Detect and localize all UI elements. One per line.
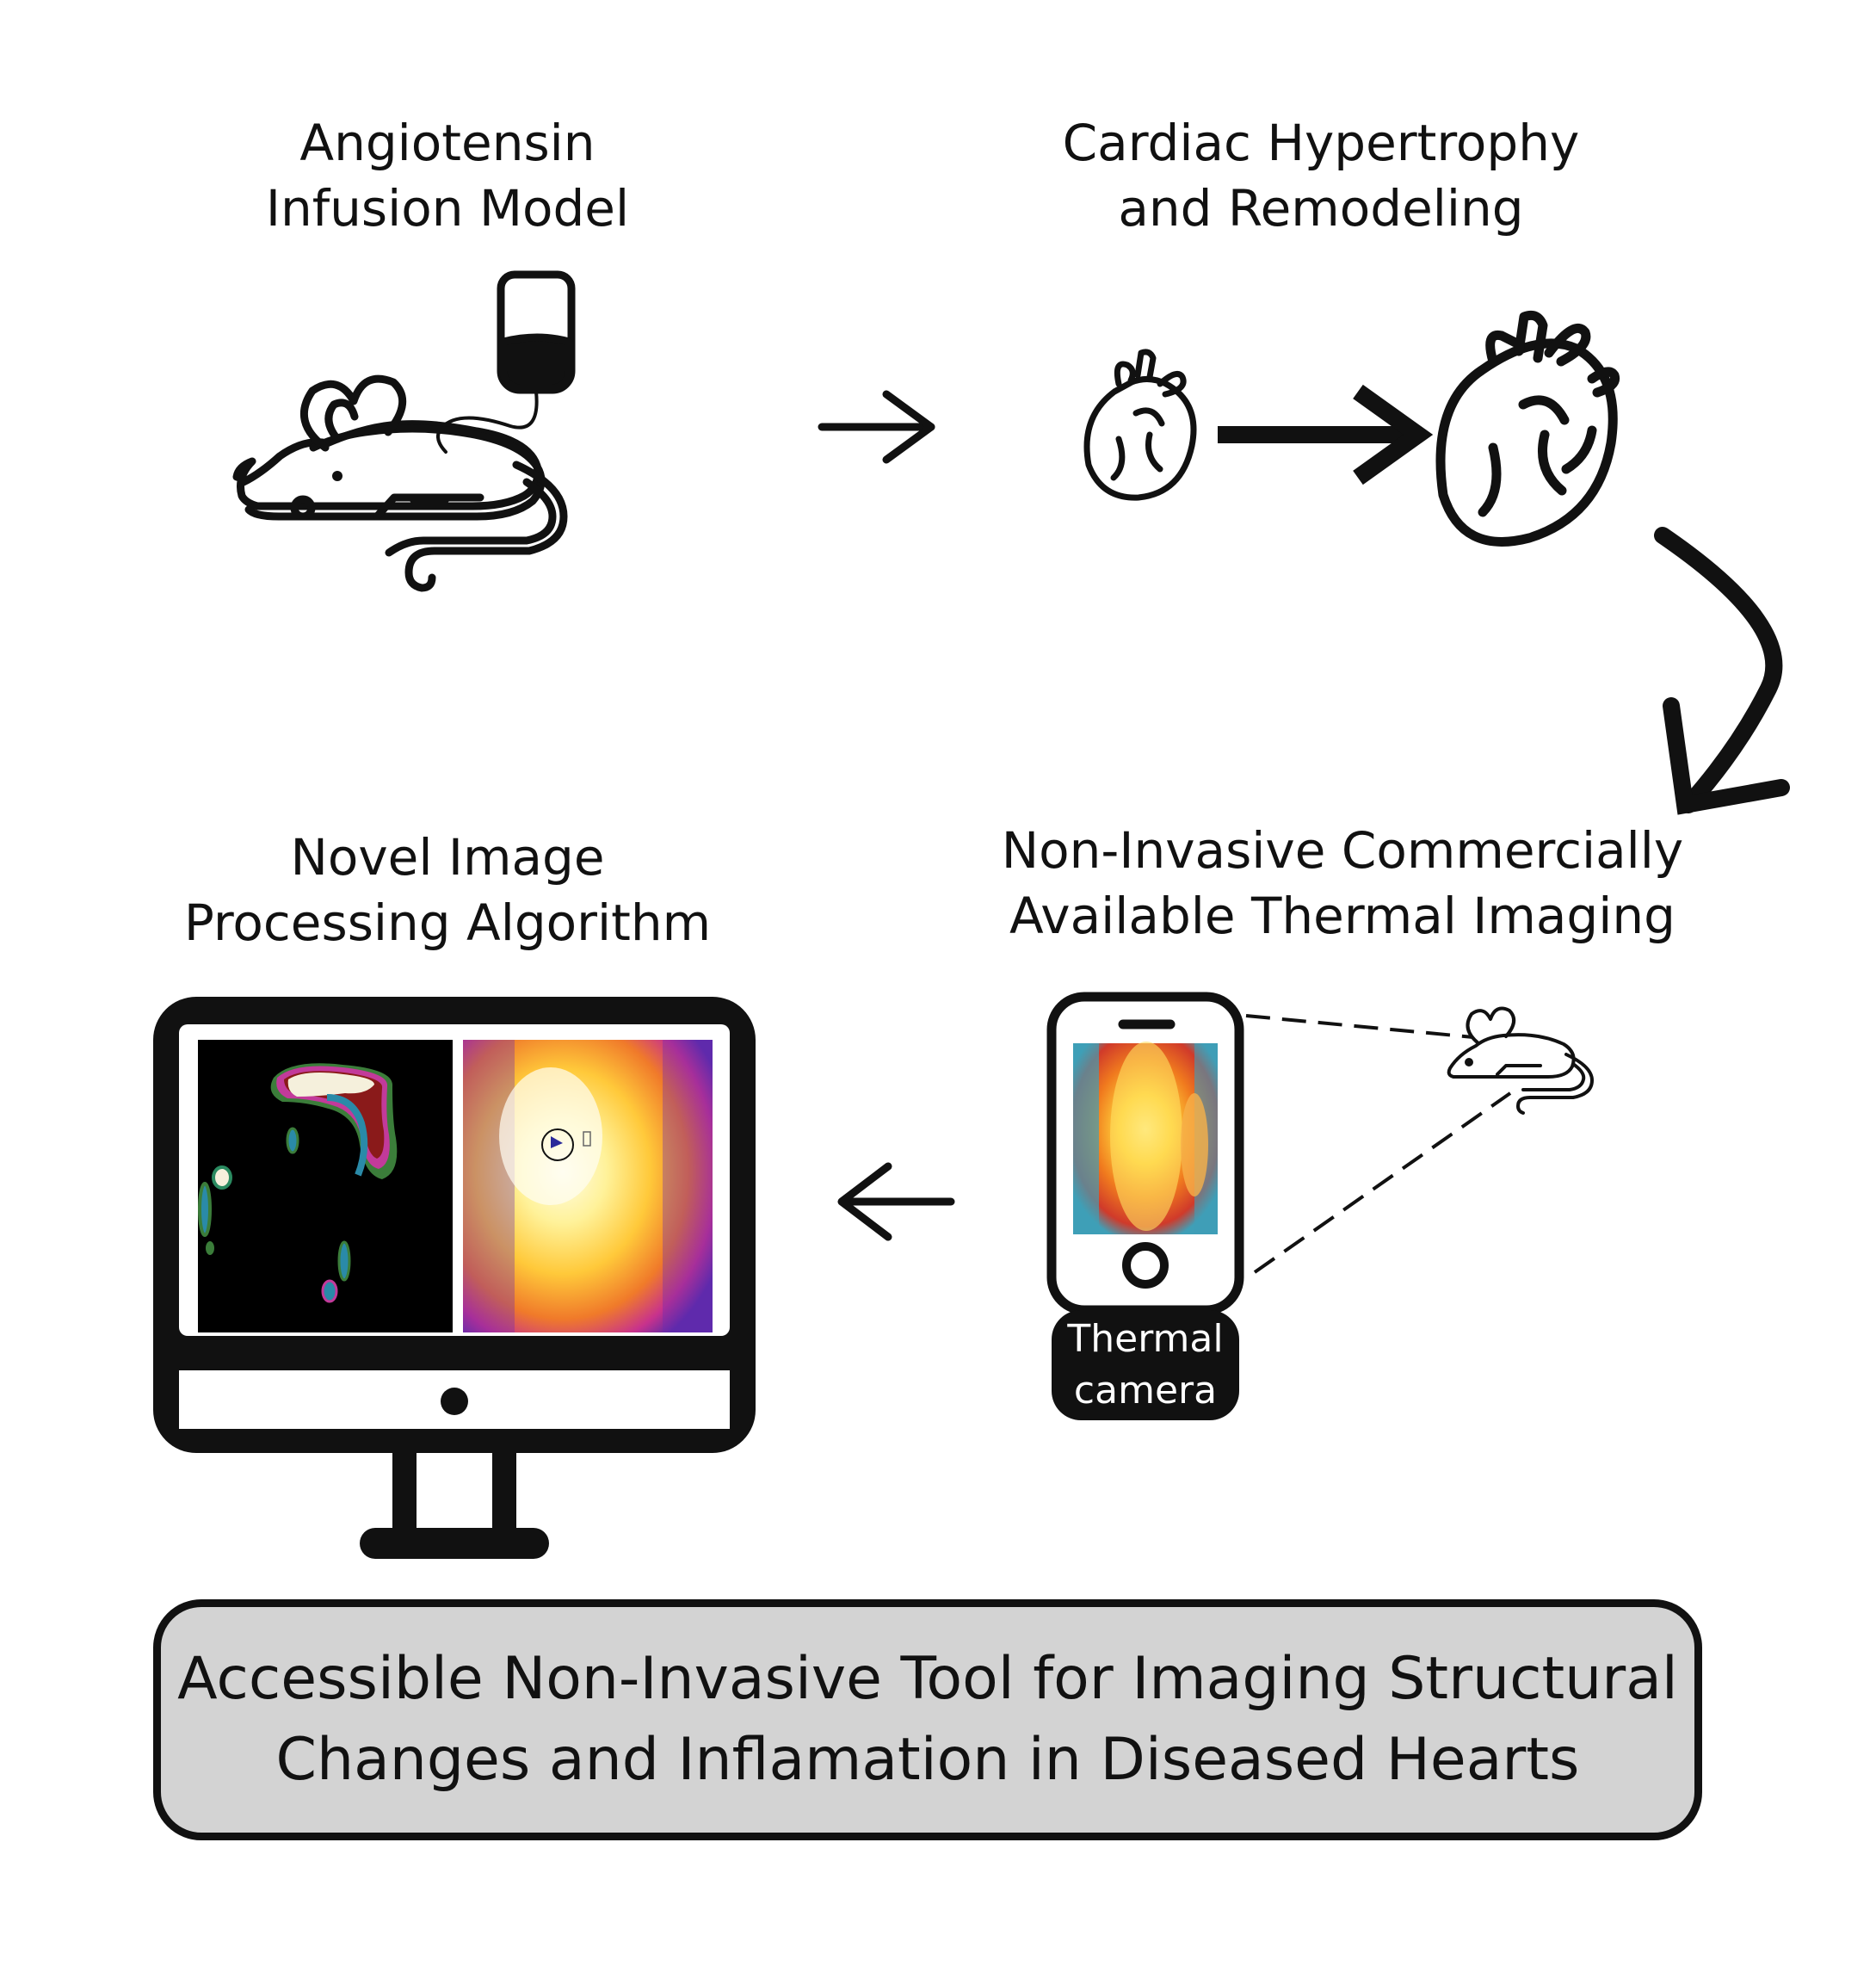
step-label-thermal-line2: Available Thermal Imaging — [1009, 887, 1675, 945]
step-label-angiotensin: Angiotensin Infusion Model — [207, 110, 688, 241]
summary-line2: Changes and Inflamation in Diseased Hear… — [275, 1726, 1580, 1794]
curved-flow-arrow-head — [1663, 697, 1790, 815]
step-label-novel: Novel Image Processing Algorithm — [172, 825, 723, 955]
step-label-thermal-line1: Non-Invasive Commercially — [1001, 821, 1684, 880]
curved-flow-arrow — [1654, 527, 1783, 813]
step-label-angiotensin-line2: Infusion Model — [265, 179, 630, 238]
large-heart-icon — [1435, 310, 1620, 547]
summary-line1: Accessible Non-Invasive Tool for Imaging… — [177, 1645, 1678, 1713]
hypertrophy-arrow-head — [1353, 384, 1434, 485]
step-label-cardiac: Cardiac Hypertrophy and Remodeling — [998, 110, 1644, 241]
flow-arrow-1-head — [882, 390, 935, 464]
smartphone-thermal-icon — [1046, 992, 1244, 1420]
step-label-cardiac-line1: Cardiac Hypertrophy — [1062, 114, 1580, 172]
camera-label: Thermal camera — [1052, 1310, 1239, 1424]
step-label-thermal: Non-Invasive Commercially Available Ther… — [990, 818, 1695, 949]
camera-view-line-bottom — [1253, 1091, 1512, 1274]
camera-view-line-top — [1245, 1014, 1474, 1039]
summary-box: Accessible Non-Invasive Tool for Imaging… — [153, 1599, 1702, 1840]
step-label-cardiac-line2: and Remodeling — [1118, 179, 1524, 238]
step-label-novel-line1: Novel Image — [290, 828, 605, 887]
small-heart-icon — [1083, 349, 1197, 501]
raw-thermal-image — [463, 1040, 713, 1332]
processed-heatmap-image — [198, 1040, 453, 1332]
step-label-angiotensin-line1: Angiotensin — [299, 114, 596, 172]
mouse-with-infusion-bag-icon — [232, 270, 576, 592]
desktop-monitor-icon — [153, 997, 756, 1559]
camera-label-line2: camera — [1073, 1369, 1218, 1413]
step-label-novel-line2: Processing Algorithm — [183, 893, 712, 952]
camera-label-line1: Thermal — [1067, 1317, 1224, 1361]
flow-arrow-2-head — [837, 1162, 892, 1241]
small-mouse-icon — [1447, 1006, 1594, 1115]
